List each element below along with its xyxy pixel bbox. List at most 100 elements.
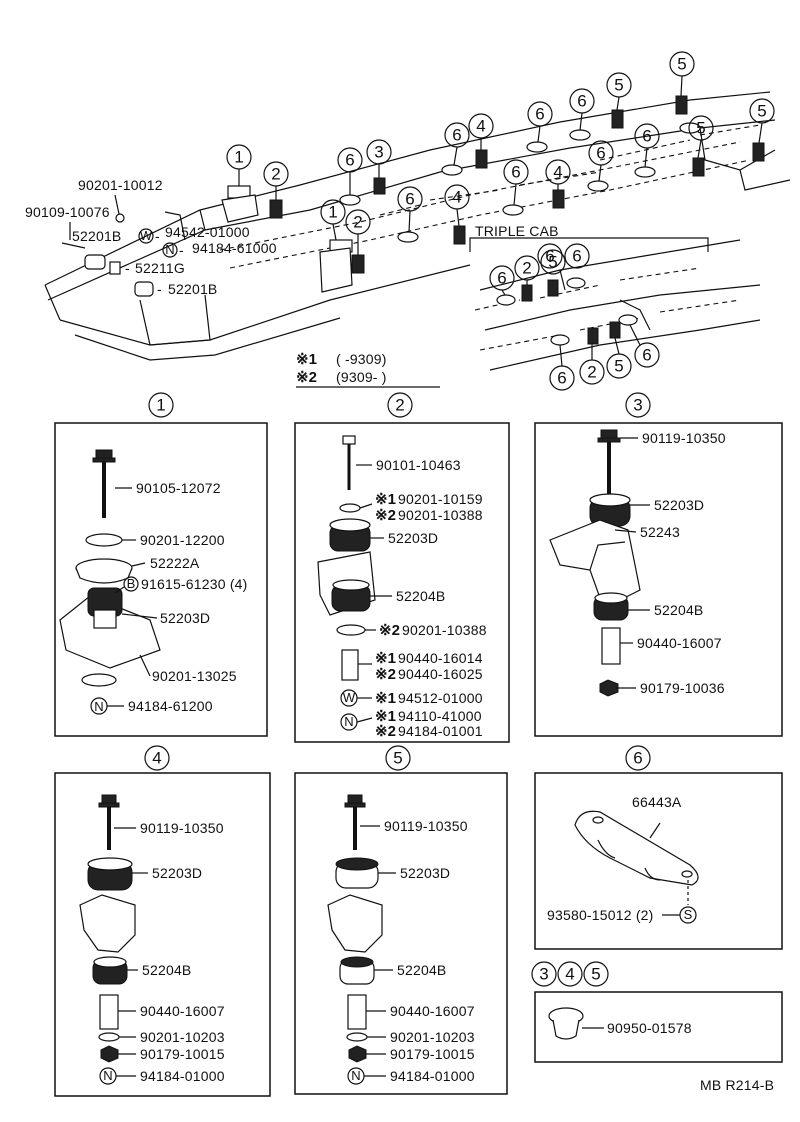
note-mark: ※2 — [379, 622, 400, 639]
callout-num: 6 — [577, 92, 586, 111]
panel-frame — [534, 422, 783, 737]
part-label: 90179-10015 — [390, 1046, 475, 1062]
part-label: 90201-10012 — [78, 177, 163, 193]
dash: - — [157, 281, 162, 297]
panel-frame — [294, 772, 508, 1095]
callout-num: 6 — [545, 247, 554, 266]
callout-num: 5 — [548, 253, 557, 272]
part-label: 94184-01000 — [140, 1068, 225, 1084]
part-label: 90440-16007 — [390, 1003, 475, 1019]
callout-num: 6 — [642, 127, 651, 146]
part-label: 52204B — [142, 962, 191, 978]
callout-num: 2 — [271, 165, 280, 184]
triple-cab-label: TRIPLE CAB — [475, 223, 559, 239]
overview-leaders — [238, 75, 763, 367]
part-label: 94110-41000 — [398, 708, 482, 724]
n-symbol: N — [94, 699, 103, 714]
panel-4: 4 N 90119-10350 52203D 52204B 90440-1600… — [54, 745, 271, 1097]
callout-num: 3 — [374, 143, 383, 162]
part-label: 52203D — [160, 610, 210, 626]
callout-num: 6 — [497, 269, 506, 288]
part-label: 52204B — [654, 602, 703, 618]
note-text: ( -9309) — [336, 351, 387, 367]
b-symbol: B — [127, 576, 136, 591]
n-symbol: N — [344, 714, 353, 729]
callout-num: 2 — [587, 363, 596, 382]
part-label: 52243 — [640, 524, 680, 540]
note-mark: ※1 — [375, 690, 396, 707]
note-mark: ※2 — [375, 666, 396, 683]
part-label: 52201B — [72, 228, 121, 244]
part-label: 90119-10350 — [140, 820, 224, 836]
n-symbol: N — [165, 242, 174, 257]
part-label: 52203D — [654, 497, 704, 513]
panel-5: 5 N 90119-10350 52203D 52204B 90440-1600… — [294, 745, 508, 1095]
part-label: 94184-01000 — [390, 1068, 475, 1084]
callout-num: 6 — [405, 190, 414, 209]
panel-6: 6 S 66443A 93580-15012 (2) — [534, 745, 783, 950]
part-label: 94512-01000 — [398, 690, 483, 706]
part-label: 90201-10203 — [390, 1029, 475, 1045]
part-label: 90179-10036 — [640, 680, 725, 696]
part-label: 90201-10159 — [398, 491, 483, 507]
part-label: 90119-10350 — [642, 430, 726, 446]
panel-number: 5 — [393, 749, 402, 768]
panel-frame — [294, 422, 510, 743]
part-label: 52211G — [135, 260, 185, 276]
dash: - — [179, 242, 184, 258]
part-label: 52203D — [152, 865, 202, 881]
part-label: 52204B — [396, 588, 445, 604]
w-symbol: W — [343, 690, 356, 705]
part-label: 90201-12200 — [140, 532, 225, 548]
callout-num: 2 — [522, 259, 531, 278]
callout-num: 5 — [614, 357, 623, 376]
callout-num: 5 — [757, 102, 766, 121]
panel-frame — [54, 422, 268, 737]
callout-num: 6 — [596, 144, 605, 163]
panel-345: 3 4 5 90950-01578 — [531, 961, 783, 1063]
panel-number: 4 — [152, 749, 161, 768]
callout-num: 4 — [476, 117, 485, 136]
part-label: 90201-10388 — [398, 507, 483, 523]
diagram-reference: MB R214-B — [700, 1077, 774, 1093]
panel-number: 1 — [156, 396, 165, 415]
overview-callouts: 1 2 6 3 6 4 6 6 6 5 5 6 6 6 5 5 1 2 4 4 … — [226, 51, 775, 391]
part-label: 93580-15012 (2) — [547, 907, 654, 923]
part-label: 52201B — [168, 281, 217, 297]
callout-num: 6 — [345, 151, 354, 170]
part-label: 52203D — [400, 865, 450, 881]
callout-num: 6 — [535, 105, 544, 124]
part-label: 90440-16025 — [398, 666, 483, 682]
n-symbol: N — [103, 1068, 112, 1083]
part-label: 91615-61230 (4) — [141, 576, 248, 592]
part-label: 90201-10203 — [140, 1029, 225, 1045]
panel-2: 2 W N 90101-10463 ※1 90201-10159 ※2 9020… — [294, 392, 510, 743]
panel-number: 4 — [565, 965, 574, 984]
callout-num: 4 — [553, 163, 562, 182]
callout-num: 5 — [677, 55, 686, 74]
callout-num: 6 — [511, 163, 520, 182]
panel-number: 3 — [539, 965, 548, 984]
part-label: 66443A — [632, 794, 682, 810]
note-mark: ※1 — [296, 351, 317, 368]
part-label: 90201-10388 — [402, 622, 487, 638]
callout-num: 6 — [572, 247, 581, 266]
callout-num: 5 — [696, 119, 705, 138]
part-label: 90201-13025 — [152, 668, 237, 684]
callout-num: 6 — [642, 346, 651, 365]
s-symbol: S — [684, 907, 693, 922]
panel-number: 5 — [591, 965, 600, 984]
callout-num: 4 — [452, 188, 461, 207]
part-label: 90105-12072 — [136, 480, 221, 496]
callout-num: 6 — [452, 126, 461, 145]
dash: - — [125, 260, 130, 276]
part-label: 90950-01578 — [607, 1020, 692, 1036]
part-label: 90179-10015 — [140, 1046, 225, 1062]
note-mark: ※2 — [296, 369, 317, 386]
note-mark: ※2 — [375, 507, 396, 524]
w-symbol: W — [140, 228, 153, 243]
callout-num: 2 — [353, 213, 362, 232]
callout-num: 1 — [328, 203, 337, 222]
dash: - — [155, 228, 160, 244]
